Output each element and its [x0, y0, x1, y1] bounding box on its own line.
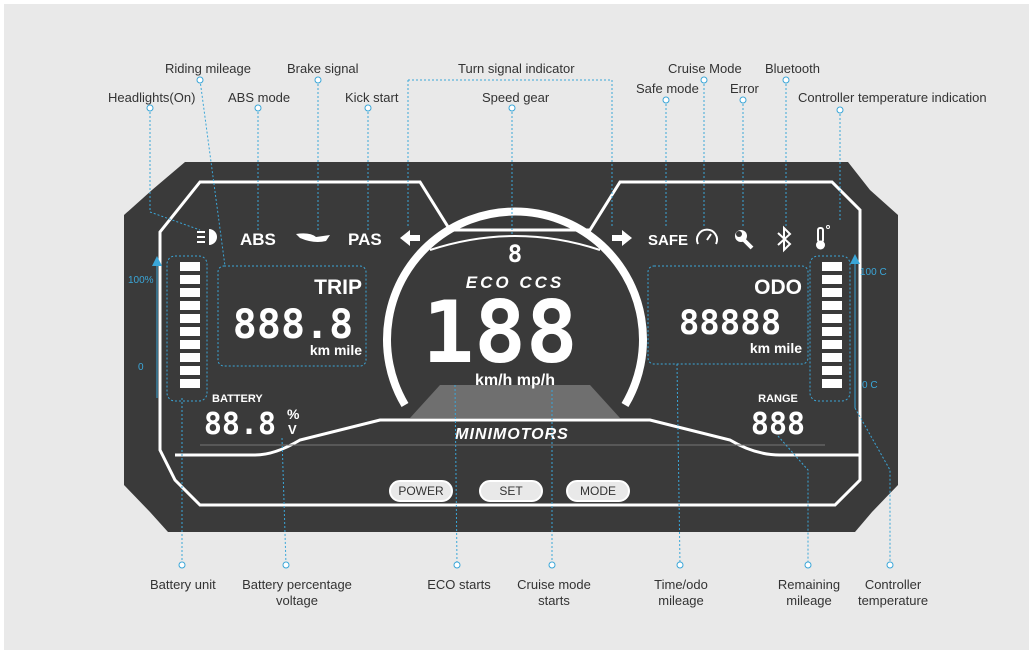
battery-label: BATTERY [212, 393, 263, 405]
thermometer-icon [816, 225, 830, 250]
brake-signal-icon [296, 233, 330, 242]
callout-error: Error [730, 81, 760, 96]
set-button-label: SET [499, 484, 523, 498]
callout-battery-unit: Battery unit [150, 577, 216, 592]
speed-units: km/h mp/h [475, 372, 555, 389]
callout-time-odo-1: Time/odo [654, 577, 708, 592]
brand-logo-text: MINIMOTORS [455, 426, 569, 443]
gear-digit: 8 [508, 240, 522, 268]
callout-cruise-starts-2: starts [538, 593, 570, 608]
callout-controller-temp-1: Controller [865, 577, 922, 592]
callout-headlights: Headlights(On) [108, 90, 195, 105]
range-label: RANGE [758, 393, 798, 405]
callout-brake-signal: Brake signal [287, 61, 359, 76]
eco-ccs-indicator: ECO CCS [466, 273, 564, 292]
battery-percent-unit: % [287, 406, 300, 422]
speed-value: 188 [422, 283, 577, 383]
callout-controller-temp-indication: Controller temperature indication [798, 90, 987, 105]
callout-remaining-2: mileage [786, 593, 832, 608]
callout-controller-temp-2: temperature [858, 593, 928, 608]
leader-lines [149, 79, 891, 566]
odo-value: 88888 [679, 303, 781, 343]
trip-value: 888.8 [233, 302, 353, 348]
odo-units: km mile [750, 340, 802, 356]
lcd-bottom-curve [175, 418, 860, 457]
callout-cruise-mode: Cruise Mode [668, 61, 742, 76]
callout-battery-voltage: voltage [276, 593, 318, 608]
callout-remaining-1: Remaining [778, 577, 840, 592]
trip-units: km mile [310, 342, 362, 358]
callout-eco-starts: ECO starts [427, 577, 491, 592]
temperature-bar-gauge [809, 255, 851, 402]
callout-speed-gear: Speed gear [482, 90, 550, 105]
battery-value: 88.8 [204, 407, 276, 442]
pas-indicator: PAS [348, 230, 382, 249]
callout-abs-mode: ABS mode [228, 90, 290, 105]
leader-bullets [146, 76, 894, 569]
power-button[interactable]: POWER [389, 480, 453, 502]
set-button[interactable]: SET [479, 480, 543, 502]
battery-scale-max: 100% [128, 275, 154, 286]
battery-volt-unit: V [288, 422, 297, 437]
speed-dial-inner [429, 235, 601, 251]
dial-speckle-fill [410, 385, 620, 418]
callout-kick-start: Kick start [345, 90, 399, 105]
headlight-icon [197, 229, 217, 245]
turn-left-arrow-icon [400, 230, 420, 246]
battery-scale-arrow-icon [152, 256, 162, 266]
trip-box [217, 265, 367, 367]
power-button-label: POWER [398, 484, 444, 498]
trip-label: TRIP [314, 276, 362, 299]
mode-button[interactable]: MODE [566, 480, 630, 502]
callout-turn-signal: Turn signal indicator [458, 61, 575, 76]
bluetooth-icon [777, 225, 792, 253]
callout-riding-mileage: Riding mileage [165, 61, 251, 76]
callout-safe-mode: Safe mode [636, 81, 699, 96]
battery-scale-min: 0 [138, 362, 144, 373]
safe-indicator: SAFE [648, 232, 688, 249]
abs-indicator: ABS [240, 230, 276, 249]
cruise-icon [696, 228, 718, 245]
callout-cruise-starts-1: Cruise mode [517, 577, 591, 592]
dashboard-body [124, 162, 898, 532]
temp-scale-arrow-icon [850, 254, 860, 264]
callout-battery-percentage: Battery percentage [242, 577, 352, 592]
callout-time-odo-2: mileage [658, 593, 704, 608]
wrench-icon [735, 230, 754, 250]
turn-right-arrow-icon [612, 230, 632, 246]
temp-scale-min: 0 C [862, 380, 878, 391]
odo-label: ODO [754, 276, 802, 299]
callout-bluetooth: Bluetooth [765, 61, 820, 76]
speed-dial-ring [383, 207, 647, 408]
temp-scale-max: 100 C [860, 267, 887, 278]
lcd-outline [158, 180, 862, 507]
odo-box [647, 265, 809, 365]
battery-bar-gauge [166, 255, 208, 402]
mode-button-label: MODE [580, 484, 616, 498]
